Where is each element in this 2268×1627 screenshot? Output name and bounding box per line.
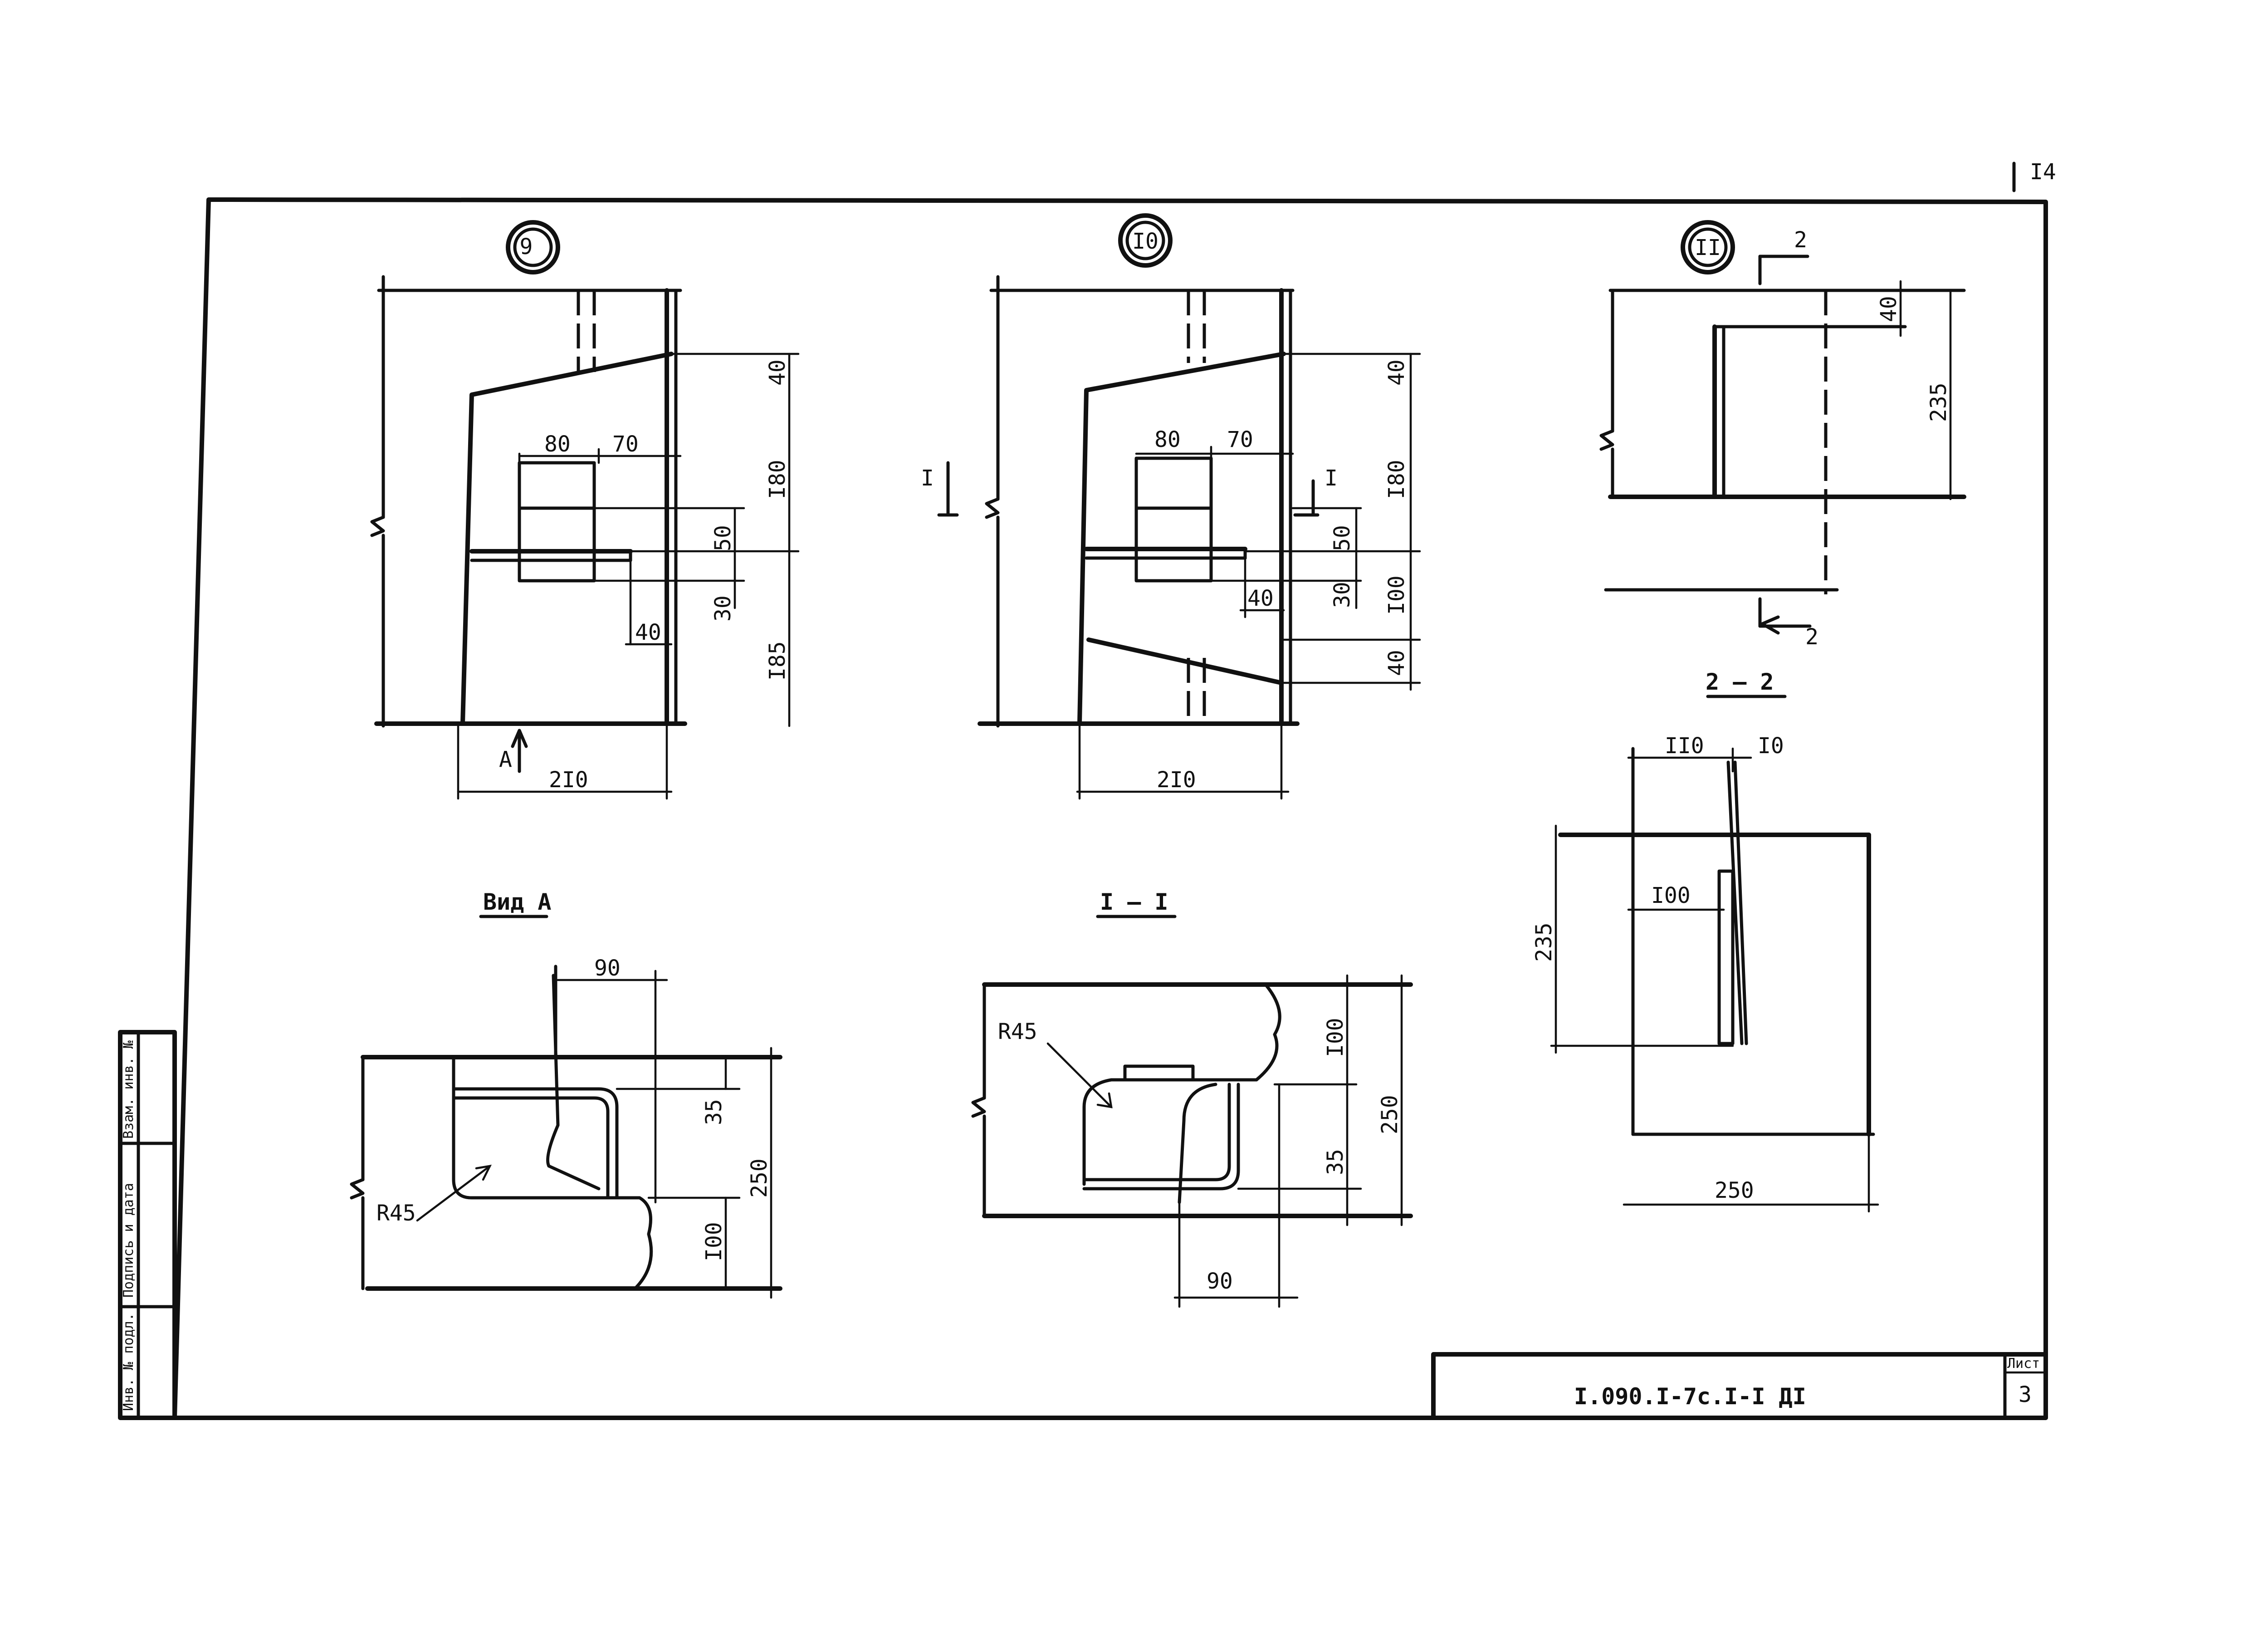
detail-marker-11 bbox=[1681, 220, 1735, 274]
d9-marker-label: 9 bbox=[520, 234, 533, 260]
section-1-dim-100: I00 bbox=[1323, 1018, 1348, 1057]
detail-11 bbox=[1599, 220, 1966, 635]
d9-dim-30: 30 bbox=[710, 595, 736, 622]
sheet-number: 3 bbox=[2019, 1382, 2032, 1407]
d10-dim-30: 30 bbox=[1330, 582, 1355, 608]
detail-marker-9 bbox=[506, 220, 560, 274]
d10-dim-width: 2I0 bbox=[1157, 767, 1196, 793]
view-a-dim-90: 90 bbox=[594, 956, 621, 981]
d10-dim-50: 50 bbox=[1330, 525, 1355, 551]
d9-dim-40: 40 bbox=[635, 620, 661, 645]
section-2-dim-250: 250 bbox=[1715, 1178, 1754, 1203]
d10-dim-top-right: 70 bbox=[1227, 427, 1253, 452]
drawing-designation: I.090.I-7c.I-I ДI bbox=[1574, 1383, 1806, 1410]
section-1-dim-90: 90 bbox=[1207, 1269, 1233, 1294]
stamp-sign-label: Подпись и дата bbox=[121, 1183, 137, 1298]
sheet-frame bbox=[118, 162, 2048, 1420]
sheet-label: Лист bbox=[2007, 1356, 2040, 1372]
d10-dim-h-100: I00 bbox=[1384, 575, 1409, 615]
stamp-replace-label: Взам. инв. № bbox=[121, 1040, 137, 1139]
d9-dim-h-bot: I85 bbox=[765, 641, 790, 681]
d11-cut-top: 2 bbox=[1794, 227, 1807, 253]
stamp-inv-label: Инв. № подл. bbox=[121, 1313, 137, 1411]
d11-dim-40: 40 bbox=[1876, 296, 1901, 322]
section-1-radius: R45 bbox=[998, 1019, 1037, 1044]
detail-marker-10 bbox=[1118, 213, 1173, 268]
section-2-dim-235: 235 bbox=[1531, 922, 1557, 962]
view-a bbox=[350, 915, 782, 1299]
detail-9 bbox=[370, 220, 800, 800]
d10-cut-right: I bbox=[1325, 466, 1338, 491]
view-a-title: Вид А bbox=[483, 889, 552, 915]
view-a-radius: R45 bbox=[376, 1201, 416, 1226]
section-1-dim-250: 250 bbox=[1377, 1095, 1403, 1134]
section-2-dim-100: I00 bbox=[1651, 883, 1691, 908]
side-stamp bbox=[118, 1030, 177, 1420]
d10-cut-left: I bbox=[921, 466, 934, 491]
section-1 bbox=[971, 915, 1413, 1308]
section-1-title: I – I bbox=[1100, 889, 1168, 915]
view-a-dim-250: 250 bbox=[747, 1158, 772, 1198]
d10-dim-h-top: 40 bbox=[1384, 359, 1409, 386]
section-2-title: 2 – 2 bbox=[1706, 669, 1774, 695]
d11-marker-label: II bbox=[1695, 235, 1721, 260]
section-2-dim-10: I0 bbox=[1758, 733, 1784, 759]
d11-dim-235: 235 bbox=[1926, 382, 1951, 422]
title-block bbox=[1431, 1352, 2048, 1420]
section-2-dim-110: II0 bbox=[1665, 733, 1704, 759]
view-a-dim-100: I00 bbox=[701, 1222, 727, 1261]
d10-dim-h-bot: 40 bbox=[1384, 650, 1409, 676]
detail-10 bbox=[937, 213, 1421, 800]
d10-dim-h-mid: I80 bbox=[1384, 460, 1409, 499]
d10-marker-label: I0 bbox=[1132, 229, 1158, 254]
d9-dim-h-top: 40 bbox=[765, 359, 790, 386]
d9-dim-width: 2I0 bbox=[549, 767, 588, 793]
d10-dim-top-width: 80 bbox=[1154, 427, 1181, 452]
page-number: I4 bbox=[2030, 159, 2056, 185]
d9-dim-h-mid: I80 bbox=[765, 460, 790, 499]
view-a-dim-35: 35 bbox=[701, 1099, 727, 1125]
d11-cut-bottom: 2 bbox=[1805, 624, 1818, 650]
section-1-dim-35: 35 bbox=[1323, 1149, 1348, 1175]
section-2 bbox=[1550, 695, 1879, 1213]
d9-dim-top-right: 70 bbox=[612, 431, 639, 457]
d10-dim-40: 40 bbox=[1247, 586, 1274, 611]
d9-view-ref: A bbox=[499, 747, 512, 772]
d9-dim-50: 50 bbox=[710, 525, 736, 551]
d9-dim-top-width: 80 bbox=[544, 431, 571, 457]
